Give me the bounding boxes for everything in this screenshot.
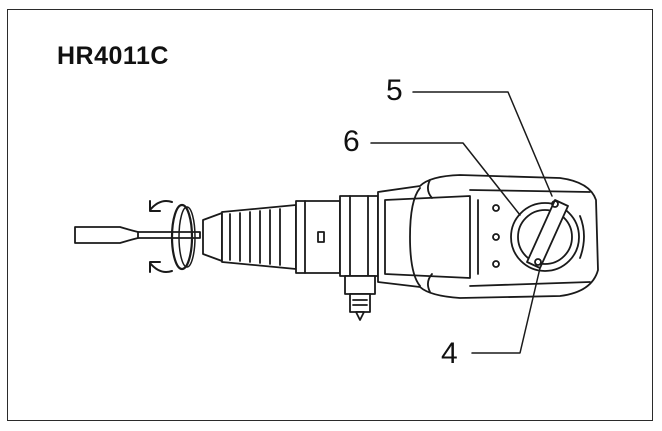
chisel-bit <box>74 226 201 244</box>
tool-chuck <box>202 200 341 274</box>
callout-6: 6 <box>343 125 360 158</box>
leader-lines <box>370 91 553 354</box>
side-handle-clamp <box>339 195 379 321</box>
callout-5: 5 <box>386 74 403 107</box>
callout-4: 4 <box>441 337 458 370</box>
change-lever <box>510 199 585 272</box>
rotation-arrow-icon <box>149 200 196 273</box>
model-label: HR4011C <box>57 42 169 70</box>
